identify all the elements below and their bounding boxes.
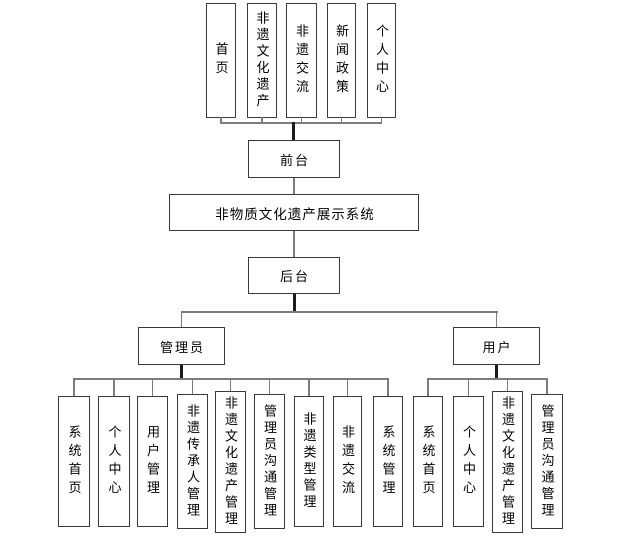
connector-line [387,378,389,396]
connector-line [495,311,498,327]
connector-line [308,378,310,396]
node-system-title: 非物质文化遗产展示系统 [169,194,419,231]
connector-line [293,231,295,257]
node-admin: 管理员 [138,327,225,365]
connector-line [293,178,295,194]
node-label: 个人中心 [106,424,122,499]
connector-line [546,378,548,394]
connector-line [180,311,498,313]
connector-line [292,294,296,312]
connector-line [506,378,509,391]
node-label: 首页 [213,42,229,79]
node-label: 用户管理 [145,424,160,499]
node-admin-system-mgmt: 系统管理 [373,396,403,527]
node-label: 前台 [279,152,310,168]
node-label: 后台 [279,269,310,284]
node-label: 系统首页 [420,424,436,499]
node-user: 用户 [453,327,540,365]
node-frontend: 前台 [248,140,340,178]
connector-line [268,378,271,394]
connector-line [113,378,115,396]
node-label: 个人中心 [374,23,389,98]
node-label: 非遗文化遗产管理 [500,396,515,528]
connector-line [191,378,194,394]
connector-line [380,117,383,123]
node-label: 非遗文化遗产 [254,11,270,110]
connector-line [495,365,498,379]
connector-line [427,378,548,380]
node-ich-exchange: 非遗交流 [286,3,317,118]
node-admin-system-home: 系统首页 [58,396,90,527]
node-label: 管理员 [159,339,205,355]
connector-line [151,378,154,396]
connector-line [220,122,383,124]
node-label: 用户 [482,339,513,355]
node-label: 管理员沟通管理 [539,403,555,520]
connector-line [291,122,295,140]
connector-line [73,378,75,396]
node-user-personal-center: 个人中心 [453,396,484,527]
node-label: 管理员沟通管理 [262,403,277,520]
node-label: 系统管理 [380,424,396,499]
connector-line [229,378,232,391]
page-title: 非物质文化遗产展示系统 [215,206,375,222]
node-admin-user-mgmt: 用户管理 [137,396,168,527]
connector-line [340,117,343,123]
connector-line [220,117,222,123]
node-label: 系统首页 [66,424,82,499]
node-user-system-home: 系统首页 [413,396,443,527]
node-ich-heritage: 非遗文化遗产 [247,3,277,118]
node-home-page: 首页 [206,3,236,118]
node-admin-personal-center: 个人中心 [98,396,130,527]
node-label: 非遗类型管理 [301,412,317,511]
node-admin-ich-mgmt: 非遗文化遗产管理 [215,391,246,533]
node-admin-communication-mgmt: 管理员沟通管理 [254,394,285,529]
connector-line [346,378,349,396]
connector-line [467,378,470,396]
node-label: 非遗交流 [340,424,355,499]
node-user-communication-mgmt: 管理员沟通管理 [531,394,563,529]
node-admin-ich-exchange: 非遗交流 [333,396,362,527]
node-label: 非遗传承人管理 [185,403,200,520]
node-label: 非遗文化遗产管理 [223,396,238,528]
node-news-policy: 新闻政策 [327,3,356,118]
node-admin-ich-type-mgmt: 非遗类型管理 [294,396,324,527]
node-personal-center: 个人中心 [367,3,396,118]
connector-line [180,365,183,379]
node-user-ich-mgmt: 非遗文化遗产管理 [492,391,523,533]
node-label: 非遗交流 [294,23,309,98]
connector-line [427,378,429,396]
connector-line [300,117,303,123]
node-label: 个人中心 [461,424,476,499]
node-admin-inheritor-mgmt: 非遗传承人管理 [177,394,208,529]
connector-line [180,311,182,327]
node-label: 新闻政策 [334,23,349,98]
node-backend: 后台 [248,257,340,294]
connector-line [261,117,263,123]
